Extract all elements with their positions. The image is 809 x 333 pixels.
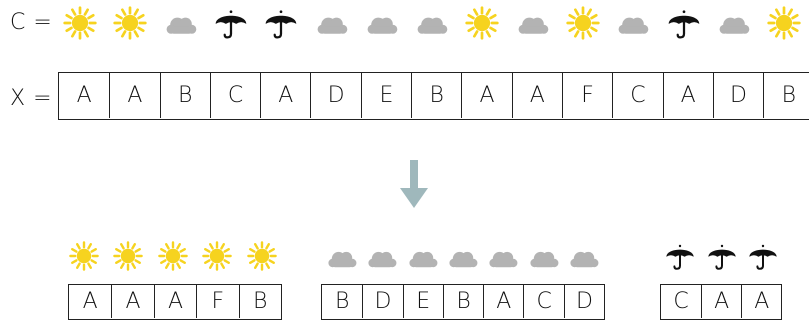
cloud-icon: [570, 251, 599, 268]
umbrella-icon: [707, 244, 736, 270]
letter-cell: E: [402, 285, 443, 318]
letter-cell: B: [334, 289, 350, 314]
letter-cell: E: [360, 73, 411, 118]
letter-cell: A: [701, 285, 741, 318]
cloud-group-icons: [0, 240, 809, 280]
letter-cell: C: [523, 285, 563, 318]
cloud-icon: [367, 17, 398, 34]
cloud-icon: [368, 251, 397, 268]
letter-cell: A: [483, 285, 523, 318]
sun-icon: [63, 6, 97, 40]
letter-cell: F: [561, 73, 612, 118]
letter-cell: B: [238, 285, 281, 318]
cloud-icon: [489, 251, 518, 268]
umbrella-icon: [666, 244, 694, 270]
top-condition-strip: [0, 0, 809, 50]
cloud-icon: [618, 17, 649, 34]
sun-icon: [246, 241, 277, 271]
letter-cell: A: [76, 83, 92, 108]
c-label: C =: [10, 10, 53, 35]
cloud-icon: [166, 17, 196, 34]
letter-cell: B: [442, 285, 483, 318]
letter-cell: A: [153, 285, 196, 318]
letter-cell: C: [612, 73, 662, 118]
sun-group-icons: [0, 240, 809, 280]
cloud-icon: [417, 17, 448, 34]
letter-cell: D: [712, 73, 763, 118]
letter-cell: A: [511, 73, 562, 118]
down-arrow-icon: [400, 160, 428, 208]
cloud-icon: [518, 17, 548, 34]
sun-icon: [767, 6, 801, 40]
sun-icon: [202, 241, 232, 271]
sun-icon: [566, 6, 600, 40]
letter-cell: C: [673, 289, 689, 314]
cloud-icon: [328, 251, 357, 268]
letter-cell: A: [461, 73, 511, 118]
letter-cell: D: [563, 285, 604, 318]
letter-cell: A: [111, 285, 153, 318]
letter-cell: F: [196, 285, 238, 318]
cloud-icon: [529, 251, 558, 268]
sun-icon: [157, 241, 188, 271]
cloud-icon: [408, 251, 438, 268]
letter-cell: C: [209, 73, 260, 118]
letter-cell: A: [82, 289, 98, 314]
cloud-icon: [449, 251, 478, 268]
letter-cell: B: [763, 73, 809, 118]
letter-cell: A: [260, 73, 310, 118]
letter-cell: A: [741, 285, 781, 318]
umbrella-icon: [215, 10, 247, 39]
x-label: X =: [10, 86, 52, 111]
cloud-icon: [317, 17, 347, 34]
umbrella-icon: [668, 10, 699, 39]
letter-cell: D: [310, 73, 360, 118]
sun-icon: [113, 6, 147, 40]
letter-cell: A: [662, 73, 713, 118]
sun-icon: [113, 241, 144, 271]
sun-icon: [465, 6, 500, 40]
umbrella-group-icons: [0, 240, 809, 280]
letter-cell: B: [411, 73, 461, 118]
sun-icon: [69, 241, 99, 271]
cloud-icon: [719, 17, 750, 34]
letter-cell: A: [109, 73, 159, 118]
umbrella-icon: [265, 10, 297, 39]
umbrella-icon: [749, 244, 777, 270]
letter-cell: B: [159, 73, 210, 118]
letter-cell: D: [362, 285, 402, 318]
